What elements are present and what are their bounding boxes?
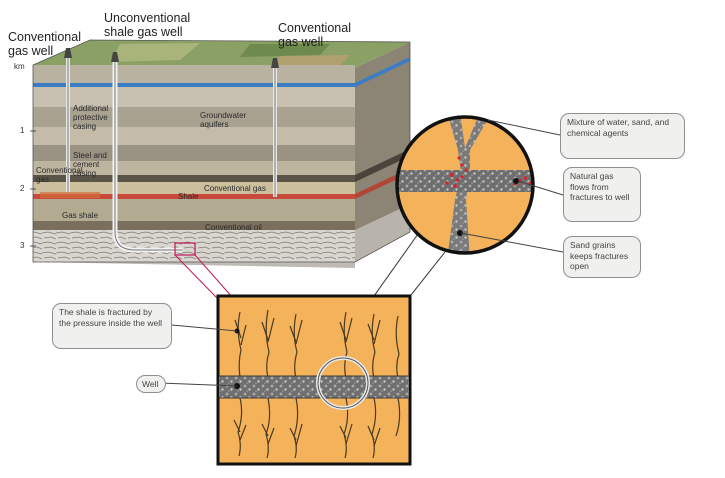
depth-tick-2: 2	[20, 184, 25, 193]
zoom-line-right	[194, 254, 234, 299]
label-conventional-gas-right: Conventional gas	[204, 184, 266, 193]
depth-unit-label: km	[14, 62, 25, 71]
big-detail-circle	[395, 115, 535, 255]
label-shale: Shale	[178, 192, 199, 201]
aquifer-layer	[33, 83, 355, 87]
callout-shale-fractured: The shale is fractured by the pressure i…	[52, 303, 172, 349]
well-pipes	[64, 48, 279, 253]
label-steel-cement: Steel and cement casing	[73, 151, 107, 178]
zoom-line-left	[174, 254, 218, 299]
conventional-gas-layer	[33, 194, 355, 199]
depth-tick-1: 1	[20, 126, 25, 135]
gas-shale-layer	[33, 230, 355, 262]
callout-sand-grains: Sand grains keeps fractures open	[563, 236, 641, 278]
label-unconventional-well: Unconventional shale gas well	[104, 11, 191, 39]
label-additional-casing: Additional protective casing	[73, 104, 109, 131]
label-groundwater: Groundwater aquifers	[200, 111, 247, 129]
label-conventional-well-right: Conventional gas well	[278, 21, 351, 49]
callout-natural-gas: Natural gas flows from fractures to well	[563, 167, 641, 222]
callout-mixture: Mixture of water, sand, and chemical age…	[560, 113, 685, 159]
fracture-zoom-panel	[216, 294, 412, 466]
depth-axis	[30, 130, 36, 247]
small-magnifier-circle	[316, 356, 370, 410]
depth-tick-3: 3	[20, 241, 25, 250]
callout-connectors	[159, 119, 564, 387]
label-gas-shale: Gas shale	[62, 211, 99, 220]
label-conventional-oil: Conventional oil	[205, 223, 262, 232]
zoom-source-rect	[174, 242, 196, 256]
label-conventional-well-left: Conventional gas well	[8, 30, 81, 58]
label-conventional-gas-left: Conventional gas	[36, 166, 83, 184]
callout-well: Well	[136, 375, 166, 393]
